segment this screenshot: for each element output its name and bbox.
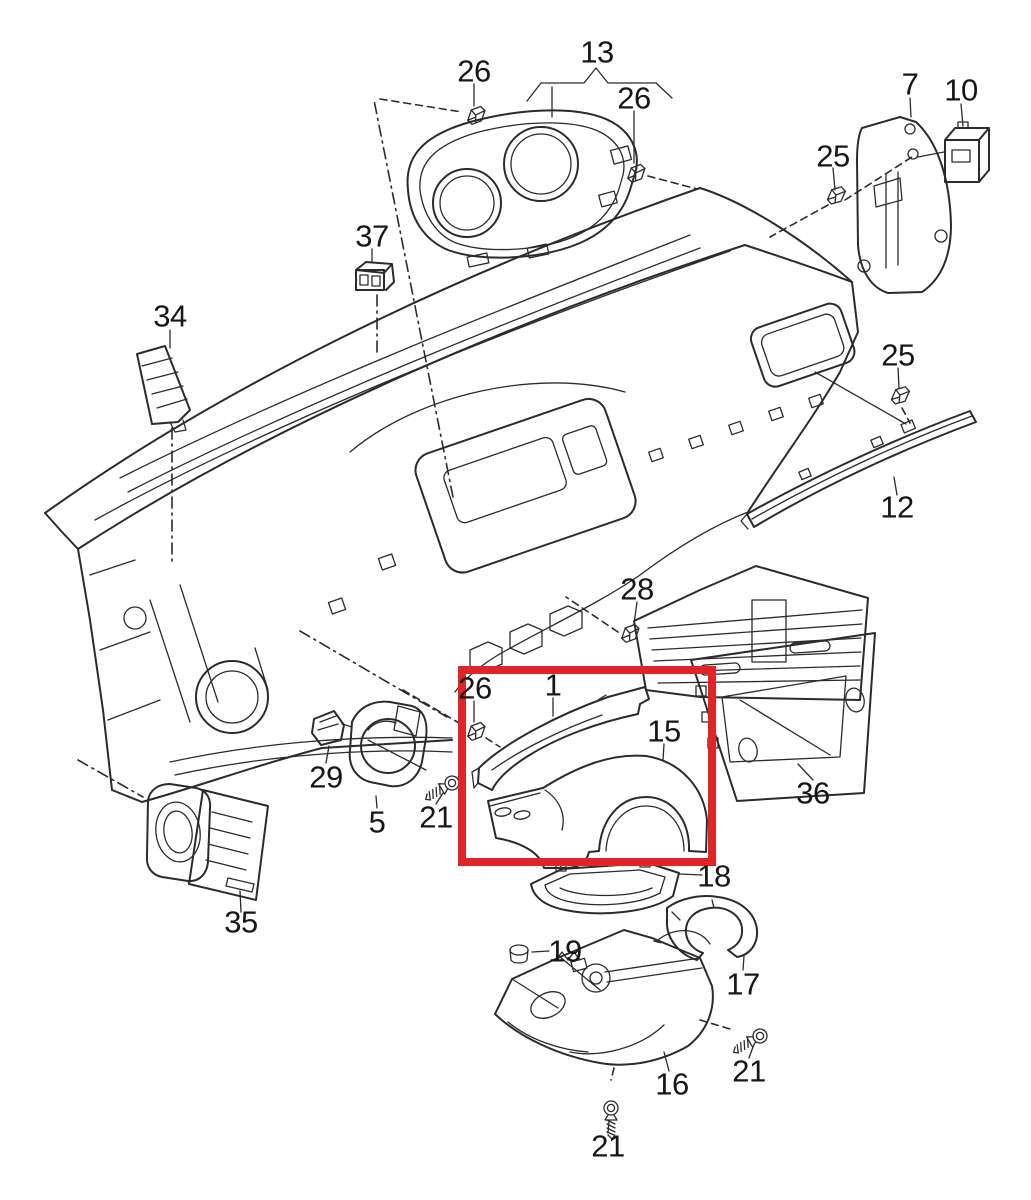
part-13-instrument-surround [373,67,698,498]
screw-21-bottom [603,1067,619,1140]
part-36-center-vent-bezel [565,565,876,802]
part-19-grommet [509,944,550,964]
part-29-clip [311,710,353,764]
part-7-end-cover-and-10-switch [769,97,990,294]
part-1-column-trim-strip [471,686,650,791]
part-5-round-vent-housing [348,700,428,809]
screw-21-vent [421,772,463,806]
part-35-side-vent [77,759,269,913]
screw-21-right [699,1019,771,1059]
part-34-defroster-grille [136,329,191,563]
highlight-box-parts-1-15 [458,666,716,866]
part-12-trim-strip [740,367,977,530]
dashboard-carrier [44,187,859,803]
part-37-sensor [355,248,395,353]
part-16-steering-column-lower-cowl [494,929,714,1072]
part-18-stowage-tray [530,859,703,915]
